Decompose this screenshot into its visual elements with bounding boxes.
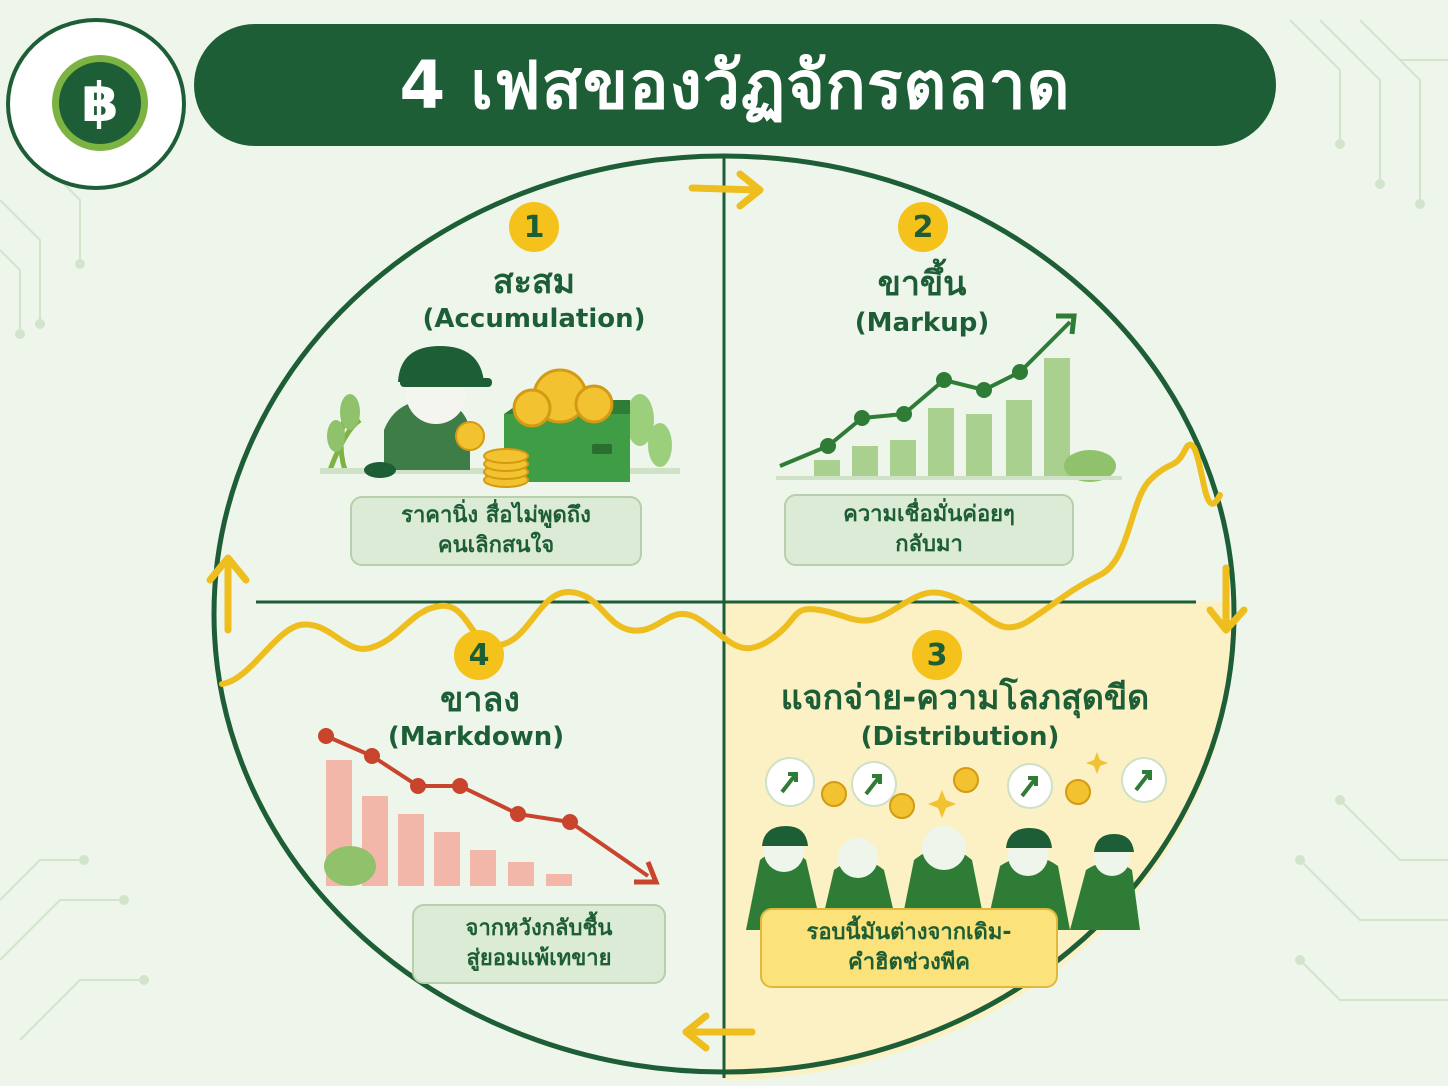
phase1-caption-line1: ราคานิ่ง สื่อไม่พูดถึง [401, 503, 591, 529]
phase1-subtitle: (Accumulation) [422, 304, 646, 334]
rising-chart-icon [776, 313, 1122, 482]
phase1-number: 1 [509, 202, 559, 252]
price-wave-line [219, 441, 1223, 687]
phase3-caption-line2: คำฮิตช่วงพีค [847, 950, 971, 975]
phase4-number: 4 [454, 630, 504, 680]
phase2-caption-line1: ความเชื่อมั่นค่อยๆ [843, 502, 1015, 528]
arrow-right-down-icon [1206, 564, 1248, 634]
logo-symbol: ฿ [81, 71, 119, 134]
phase2-subtitle: (Markup) [854, 308, 990, 338]
brand-logo [6, 18, 186, 190]
phase2-title: ขาขึ้น [877, 264, 967, 304]
phase4-title: ขาลง [440, 680, 520, 720]
phase1-title: สะสม [492, 262, 576, 302]
arrow-bottom-left-icon [682, 1012, 756, 1052]
phase4-subtitle: (Markdown) [387, 722, 565, 752]
title-banner: 4 เฟสของวัฏจักรตลาด [194, 24, 1276, 146]
falling-chart-icon [318, 728, 660, 886]
phase3-title: แจกจ่าย-ความโลภสุดขีด [780, 678, 1150, 718]
phase1-caption: ราคานิ่ง สื่อไม่พูดถึง คนเลิกสนใจ [350, 496, 642, 566]
phase2-caption-line2: กลับมา [895, 532, 963, 557]
phase2-caption: ความเชื่อมั่นค่อยๆ กลับมา [784, 494, 1074, 566]
phase1-caption-line2: คนเลิกสนใจ [437, 533, 555, 558]
arrow-top-right-icon [688, 170, 764, 210]
arrow-left-up-icon [206, 554, 250, 634]
page-title: 4 เฟสของวัฏจักรตลาด [399, 46, 1071, 124]
phase3-caption-line1: รอบนี้มันต่างจากเดิม- [806, 920, 1012, 946]
phase3-number: 3 [912, 630, 962, 680]
phase4-caption-line1: จากหวังกลับชื้น [465, 916, 613, 942]
phase3-subtitle: (Distribution) [860, 722, 1060, 752]
phase4-caption-line2: สู่ยอมแพ้เทขาย [466, 946, 612, 971]
person-with-coin-chest-icon [320, 346, 680, 488]
phase2-number: 2 [898, 202, 948, 252]
phase4-caption: จากหวังกลับชื้น สู่ยอมแพ้เทขาย [412, 904, 666, 984]
baht-logo-icon: ฿ [52, 55, 148, 151]
phase3-caption: รอบนี้มันต่างจากเดิม- คำฮิตช่วงพีค [760, 908, 1058, 988]
